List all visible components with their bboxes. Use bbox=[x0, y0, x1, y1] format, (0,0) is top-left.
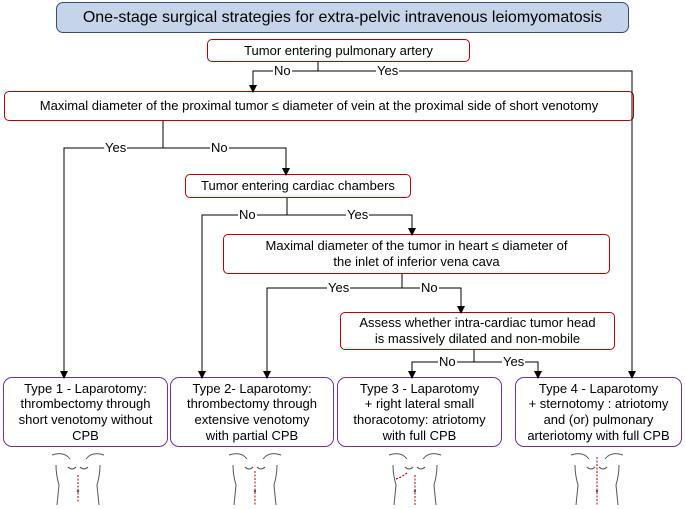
type-2-line: extensive venotomy bbox=[194, 412, 310, 427]
decision-tumor-head-line1: Assess whether intra-cardiac tumor head bbox=[359, 315, 596, 331]
type-3-box: Type 3 - Laparotomy + right lateral smal… bbox=[337, 377, 502, 447]
type-2-line: Type 2- Laparotomy: bbox=[192, 380, 312, 396]
label-q5-no: No bbox=[438, 354, 457, 369]
connector-q3-yes bbox=[287, 214, 416, 236]
type-1-line: Type 1 - Laparotomy: bbox=[24, 380, 147, 396]
label-q4-no: No bbox=[420, 280, 439, 295]
torso-sternotomy-icon bbox=[570, 453, 624, 506]
type-3-line: Type 3 - Laparotomy bbox=[359, 380, 480, 396]
connector-q2-yes bbox=[60, 147, 163, 379]
label-q5-yes: Yes bbox=[502, 354, 526, 369]
torso-laparotomy-icon bbox=[228, 453, 282, 506]
diagram-title: One-stage surgical strategies for extra-… bbox=[56, 2, 629, 33]
decision-proximal-diameter: Maximal diameter of the proximal tumor ≤… bbox=[4, 91, 634, 121]
type-4-line: Type 4 - Laparotomy bbox=[538, 380, 659, 396]
connector-q3-no bbox=[198, 214, 287, 379]
label-q3-no: No bbox=[238, 207, 257, 222]
label-q4-yes: Yes bbox=[327, 280, 351, 295]
decision-pulmonary-artery: Tumor entering pulmonary artery bbox=[207, 39, 470, 62]
type-2-box: Type 2- Laparotomy: thrombectomy through… bbox=[170, 377, 334, 447]
type-1-box: Type 1 - Laparotomy: thrombectomy throug… bbox=[3, 377, 168, 447]
decision-heart-diameter: Maximal diameter of the tumor in heart ≤… bbox=[223, 234, 610, 274]
torso-thoracotomy-icon bbox=[388, 453, 442, 506]
label-q2-yes: Yes bbox=[104, 140, 128, 155]
type-3-line: with full CPB bbox=[382, 427, 457, 443]
connector-q1-yes bbox=[318, 70, 636, 379]
connector-q1-no bbox=[249, 70, 318, 93]
type-4-line: + sternotomy : atriotomy bbox=[528, 396, 669, 412]
torso-laparotomy-icon bbox=[51, 453, 105, 506]
decision-tumor-head: Assess whether intra-cardiac tumor head … bbox=[340, 312, 615, 350]
type-2-line: thrombectomy through bbox=[186, 396, 318, 412]
decision-cardiac-chambers: Tumor entering cardiac chambers bbox=[185, 174, 411, 198]
decision-heart-diameter-line2: the inlet of inferior vena cava bbox=[333, 254, 500, 269]
label-q3-yes: Yes bbox=[346, 207, 370, 222]
label-q1-yes: Yes bbox=[376, 63, 400, 78]
connector-q5-yes bbox=[474, 361, 542, 379]
decision-tumor-head-line2: is massively dilated and non-mobile bbox=[374, 331, 581, 346]
connector-q4-yes bbox=[263, 287, 402, 379]
connector-q2-no bbox=[163, 147, 290, 176]
label-q2-no: No bbox=[210, 140, 229, 155]
type-3-line: thoracotomy: atriotomy bbox=[353, 412, 486, 427]
label-q1-no: No bbox=[273, 63, 292, 78]
type-1-line: CPB bbox=[72, 427, 99, 443]
type-4-box: Type 4 - Laparotomy + sternotomy : atrio… bbox=[515, 377, 682, 447]
type-1-line: thrombectomy through bbox=[20, 396, 151, 412]
type-2-line: with partial CPB bbox=[205, 427, 299, 443]
type-4-line: and (or) pulmonary bbox=[543, 412, 654, 427]
type-1-line: short venotomy without bbox=[18, 412, 153, 427]
type-4-line: arteriotomy with full CPB bbox=[527, 427, 670, 443]
decision-heart-diameter-line1: Maximal diameter of the tumor in heart ≤… bbox=[265, 238, 568, 254]
type-3-line: + right lateral small bbox=[364, 396, 475, 412]
